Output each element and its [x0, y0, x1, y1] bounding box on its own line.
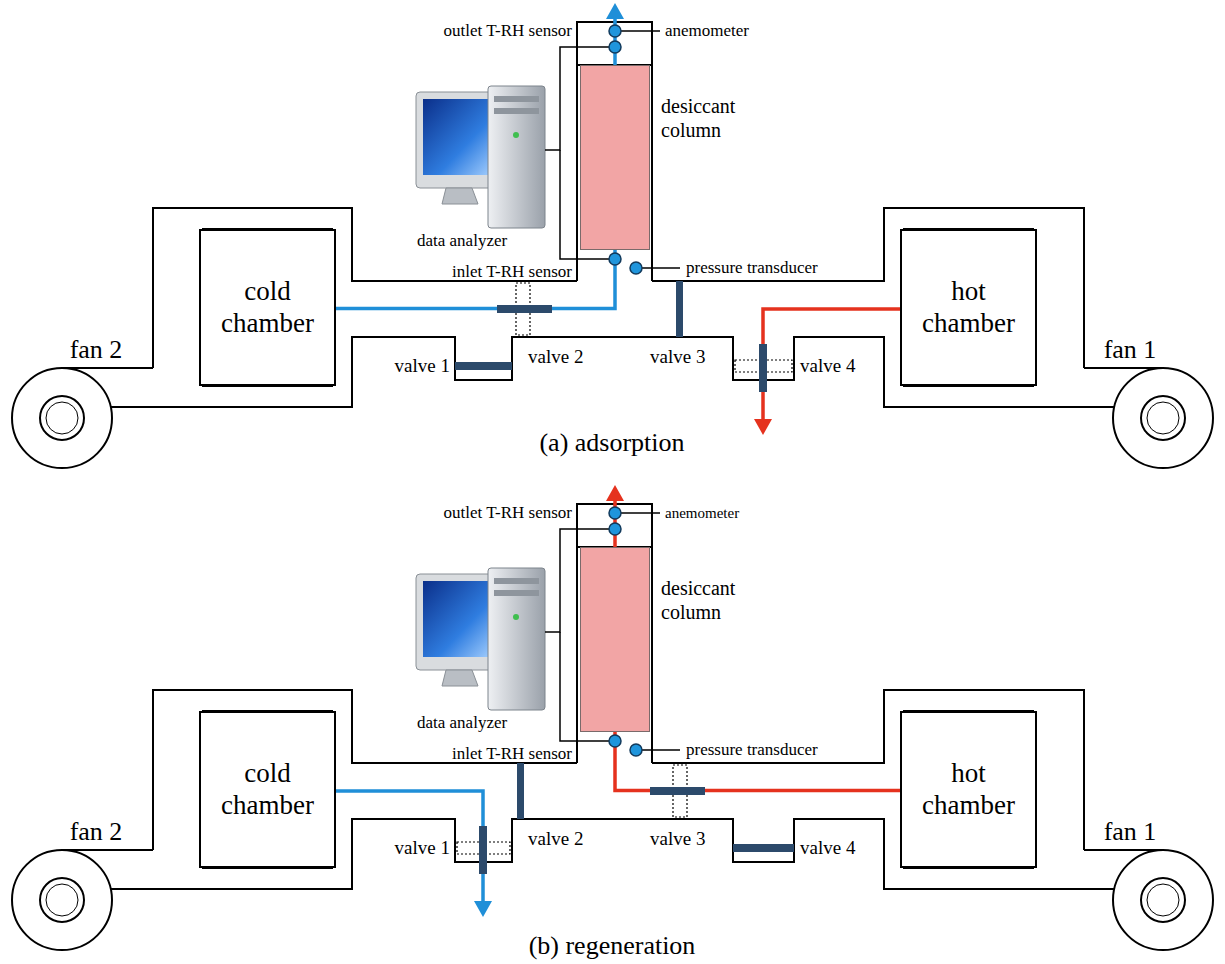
fan-label: fan 2: [70, 336, 123, 365]
regeneration-flow: [332, 485, 794, 917]
chamber-box: cold chamber: [199, 711, 336, 868]
valve-label: valve 4: [800, 838, 855, 859]
valve-label: valve 4: [800, 356, 855, 377]
device-label: data analyzer: [417, 714, 507, 733]
desiccant-column: desiccant column: [580, 547, 650, 732]
sensor-label: inlet T-RH sensor: [452, 745, 572, 764]
node-label: cold chamber: [201, 272, 334, 342]
flow-connector: [615, 732, 900, 791]
sensor-label: outlet T-RH sensor: [444, 22, 572, 41]
node-label: cold chamber: [201, 754, 334, 824]
chamber-box: hot chamber: [900, 711, 1037, 868]
valve-label: valve 3: [650, 829, 705, 850]
node-label: desiccant column: [661, 94, 756, 142]
desiccant-column: desiccant column: [580, 65, 650, 250]
regeneration-panel: [12, 504, 1213, 950]
device-label: data analyzer: [417, 232, 507, 251]
node-label: hot chamber: [902, 272, 1035, 342]
node-label: desiccant column: [661, 576, 756, 624]
adsorption-panel: [12, 22, 1213, 468]
valve-label: valve 1: [395, 838, 450, 859]
sensor-label: pressure transducer: [686, 259, 818, 278]
sensor-label: inlet T-RH sensor: [452, 263, 572, 282]
chamber-box: cold chamber: [199, 229, 336, 386]
fan-label: fan 1: [1104, 818, 1157, 847]
panel-caption: (b) regeneration: [529, 932, 696, 961]
adsorption-flow: [455, 3, 904, 435]
fan-label: fan 2: [70, 818, 123, 847]
fan-label: fan 1: [1104, 336, 1157, 365]
sensor-label: outlet T-RH sensor: [444, 504, 572, 523]
panel-caption: (a) adsorption: [539, 429, 684, 458]
sensor-label: anemometer: [665, 505, 739, 522]
valve-label: valve 1: [395, 356, 450, 377]
sensor-label: anemometer: [665, 22, 749, 41]
node-label: hot chamber: [902, 754, 1035, 824]
valve-label: valve 3: [650, 347, 705, 368]
flow-connector: [336, 250, 615, 309]
sensor-label: pressure transducer: [686, 741, 818, 760]
valve-label: valve 2: [528, 347, 583, 368]
chamber-box: hot chamber: [900, 229, 1037, 386]
valve-label: valve 2: [528, 829, 583, 850]
